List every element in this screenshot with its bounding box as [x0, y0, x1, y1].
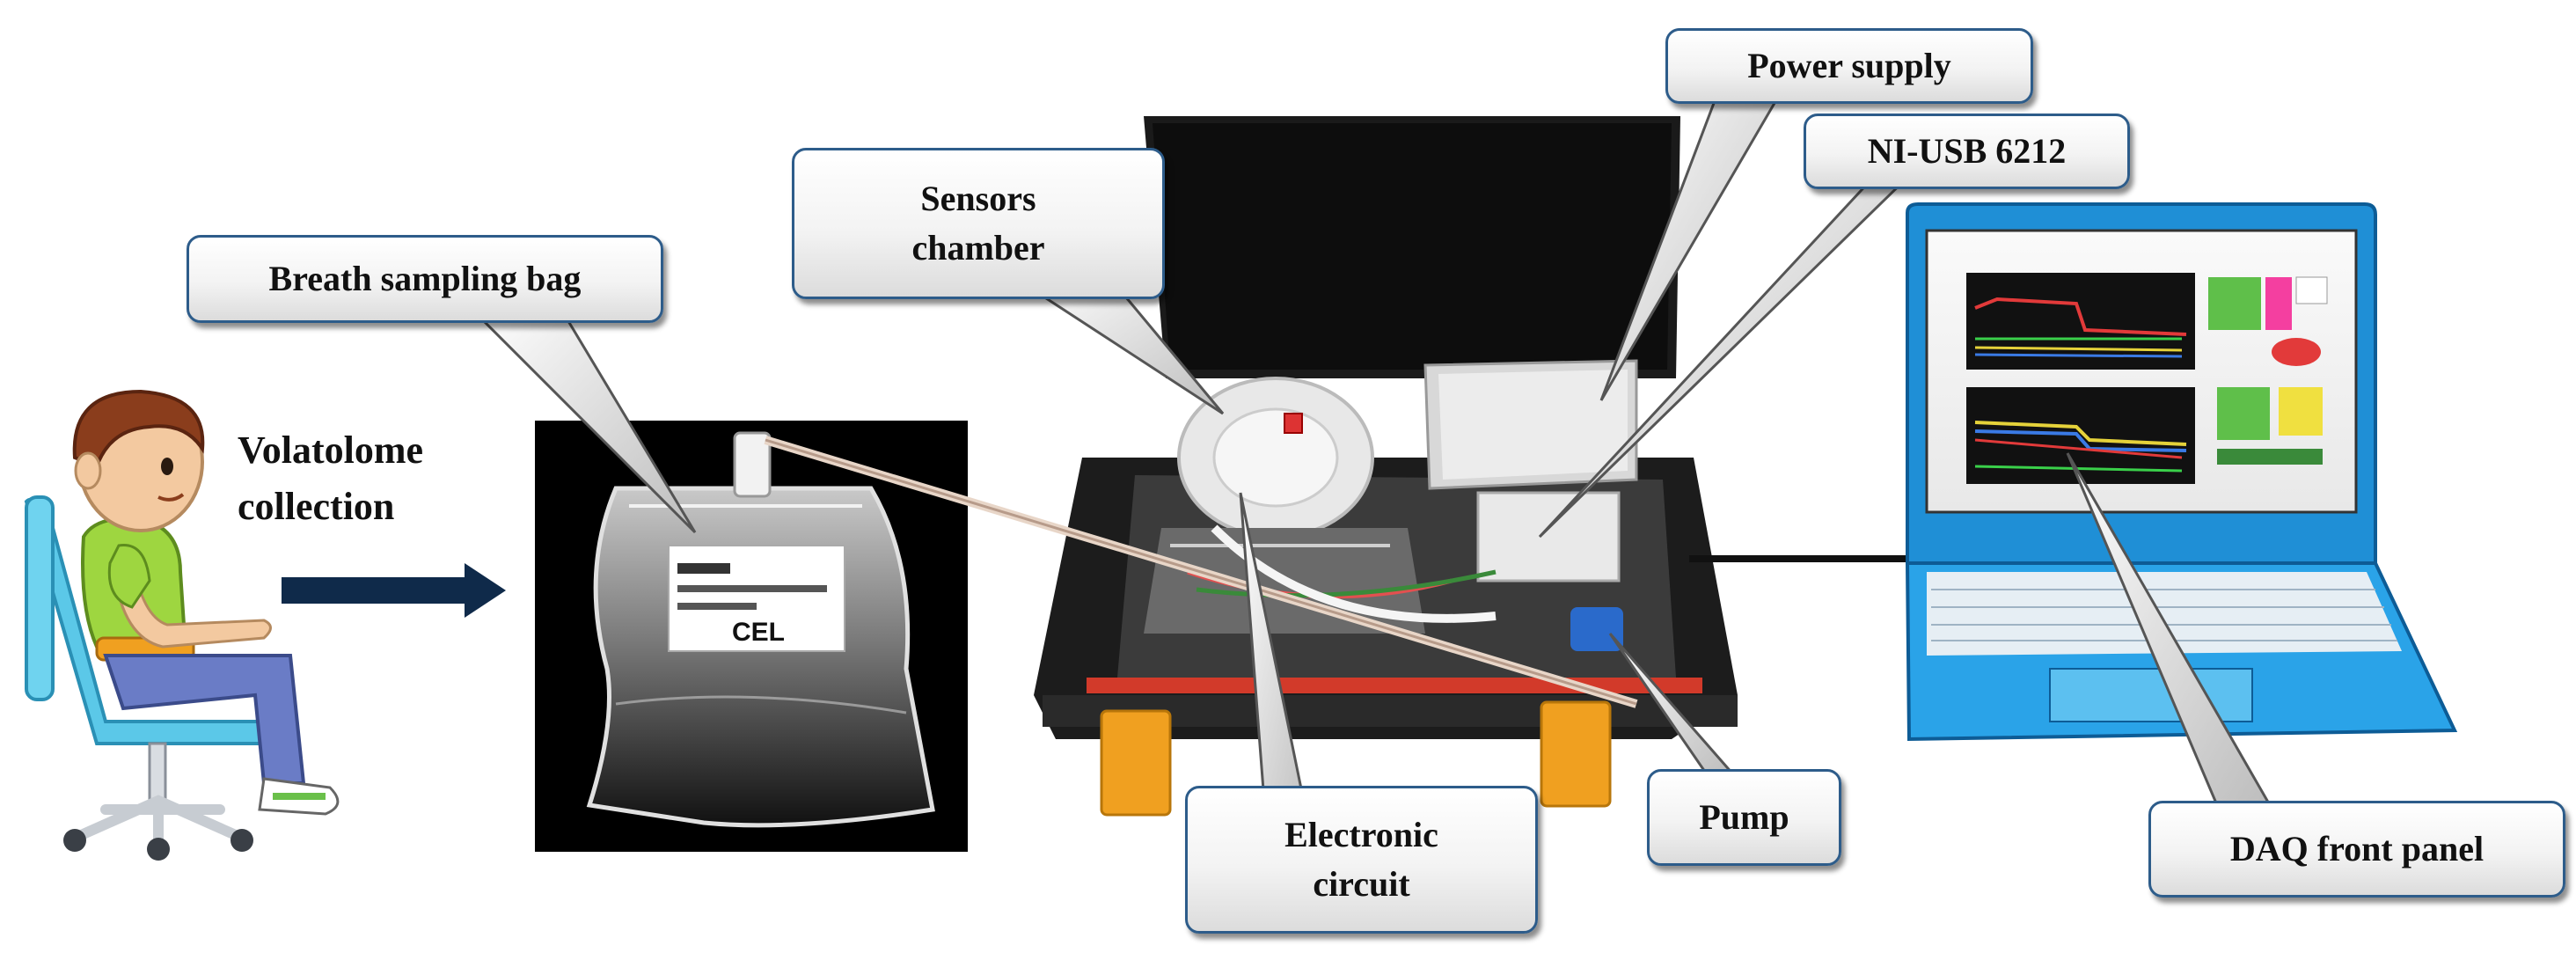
breath-sampling-bag-callout: Breath sampling bag — [187, 235, 663, 323]
daq-front-panel-callout: DAQ front panel — [2148, 801, 2565, 898]
power-supply-callout: Power supply — [1665, 28, 2033, 104]
sensors-chamber-callout: Sensors chamber — [792, 148, 1165, 299]
sensors-chamber-label: Sensors chamber — [911, 179, 1045, 267]
ni-usb-label: NI-USB 6212 — [1867, 131, 2067, 171]
pump-label: Pump — [1699, 797, 1789, 837]
power-supply-label: Power supply — [1747, 46, 1951, 85]
ni-usb-callout: NI-USB 6212 — [1804, 114, 2130, 189]
electronic-circuit-label: Electronic circuit — [1284, 815, 1438, 904]
electronic-circuit-callout: Electronic circuit — [1185, 786, 1538, 934]
device-photo — [764, 116, 1918, 817]
breath-sampling-bag-label: Breath sampling bag — [268, 259, 582, 298]
laptop-photo — [1905, 202, 2458, 742]
person-icon — [24, 389, 340, 861]
breath-bag-photo: CEL — [535, 421, 968, 852]
bag-label-text: CEL — [732, 618, 785, 647]
flow-arrow — [282, 563, 506, 618]
volatolome-collection-label: Volatolome collection — [238, 429, 424, 528]
daq-front-panel-label: DAQ front panel — [2229, 829, 2485, 868]
pump-callout: Pump — [1647, 769, 1841, 866]
callout-pointers — [472, 97, 2272, 838]
